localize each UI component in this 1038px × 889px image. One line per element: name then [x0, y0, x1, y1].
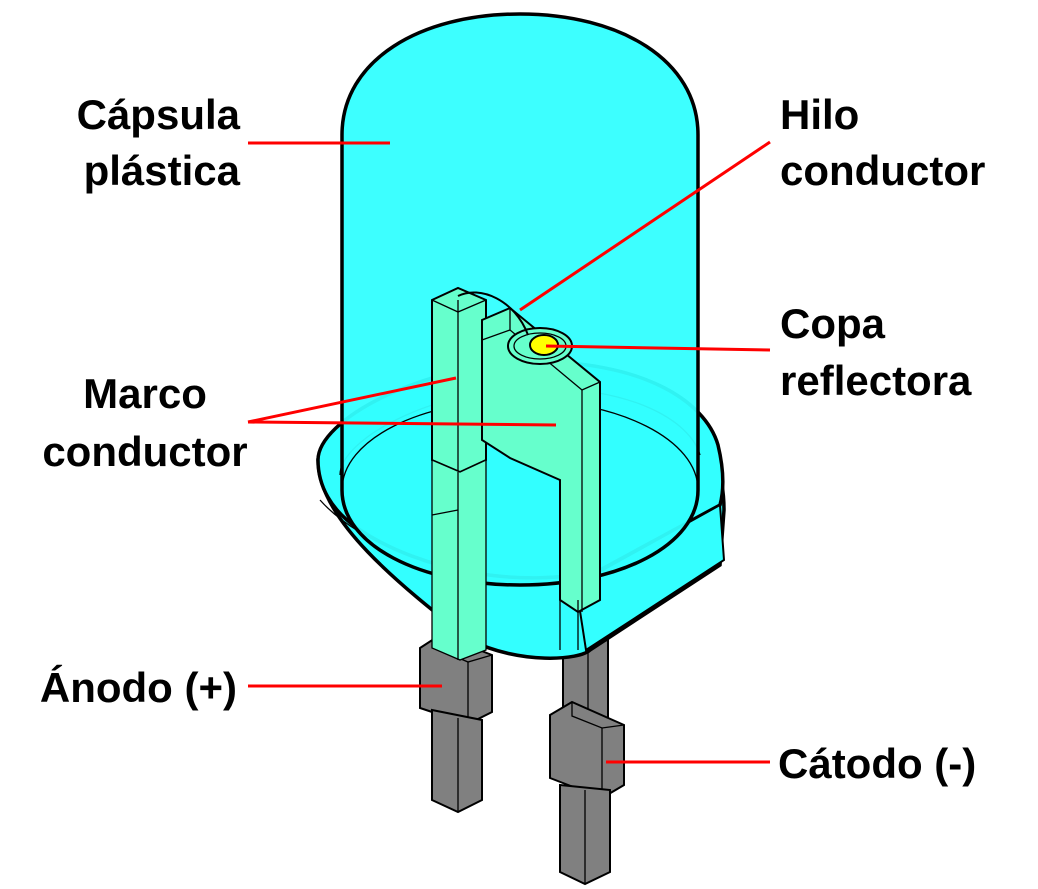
label-marco-2: conductor — [42, 428, 247, 475]
leader-lines — [247, 140, 771, 764]
plastic-capsule — [340, 12, 700, 587]
label-anodo: Ánodo (+) — [40, 664, 237, 711]
label-marco-1: Marco — [83, 370, 207, 417]
label-catodo: Cátodo (-) — [778, 740, 976, 787]
labels: Cápsula plástica Hilo conductor Copa ref… — [40, 91, 985, 787]
anode-lead — [419, 633, 493, 814]
bond-wire — [457, 291, 529, 336]
label-capsula-1: Cápsula — [77, 91, 241, 138]
label-capsula-2: plástica — [84, 147, 241, 194]
label-copa-1: Copa — [780, 300, 886, 347]
label-hilo-1: Hilo — [780, 91, 859, 138]
label-copa-2: reflectora — [780, 357, 972, 404]
cathode-lead — [549, 638, 625, 886]
label-hilo-2: conductor — [780, 147, 985, 194]
lead-frame — [431, 286, 601, 661]
